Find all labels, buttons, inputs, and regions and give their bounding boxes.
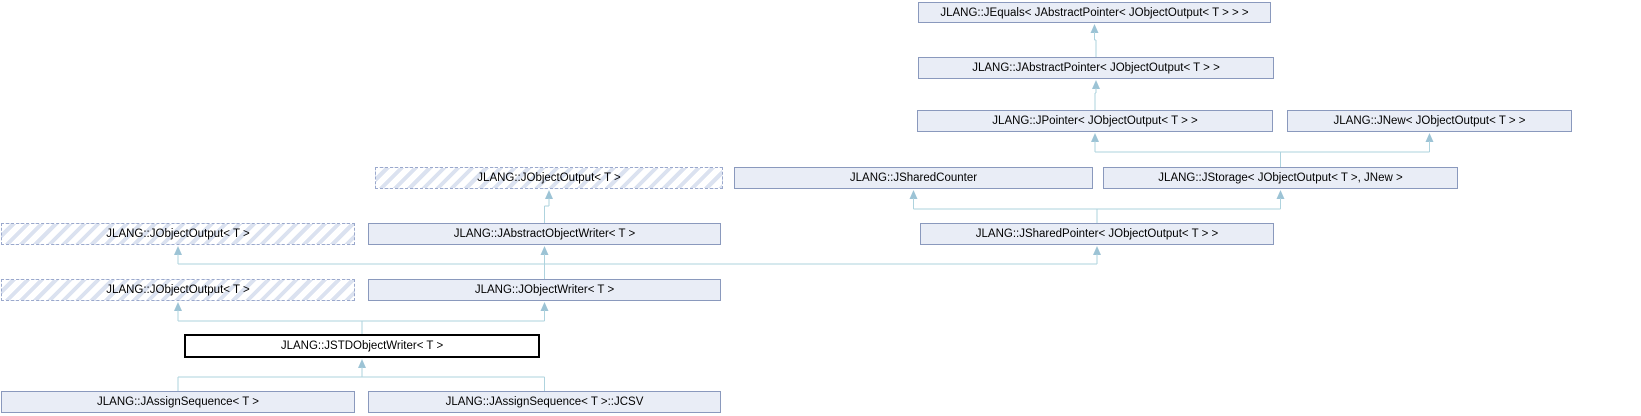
- class-node-jassignsequence[interactable]: JLANG::JAssignSequence< T >: [1, 391, 355, 413]
- class-node-jabstractobjectwriter[interactable]: JLANG::JAbstractObjectWriter< T >: [368, 223, 721, 245]
- class-node-jnew[interactable]: JLANG::JNew< JObjectOutput< T > >: [1287, 110, 1572, 132]
- class-node-jsharedcounter[interactable]: JLANG::JSharedCounter: [734, 167, 1093, 189]
- class-node-jobjectoutput_r4: JLANG::JObjectOutput< T >: [375, 167, 723, 189]
- class-node-jobjectoutput_r5: JLANG::JObjectOutput< T >: [1, 223, 355, 245]
- class-node-jobjectoutput_r6: JLANG::JObjectOutput< T >: [1, 279, 355, 301]
- class-node-jstorage[interactable]: JLANG::JStorage< JObjectOutput< T >, JNe…: [1103, 167, 1458, 189]
- class-node-jabstractpointer[interactable]: JLANG::JAbstractPointer< JObjectOutput< …: [918, 57, 1274, 79]
- class-node-jstdobjectwriter: JLANG::JSTDObjectWriter< T >: [184, 334, 540, 358]
- class-node-jassignsequence_jcsv[interactable]: JLANG::JAssignSequence< T >::JCSV: [368, 391, 721, 413]
- class-node-jsharedpointer[interactable]: JLANG::JSharedPointer< JObjectOutput< T …: [920, 223, 1274, 245]
- class-node-jobjectwriter[interactable]: JLANG::JObjectWriter< T >: [368, 279, 721, 301]
- class-node-jpointer[interactable]: JLANG::JPointer< JObjectOutput< T > >: [917, 110, 1273, 132]
- class-node-jequals[interactable]: JLANG::JEquals< JAbstractPointer< JObjec…: [918, 2, 1271, 23]
